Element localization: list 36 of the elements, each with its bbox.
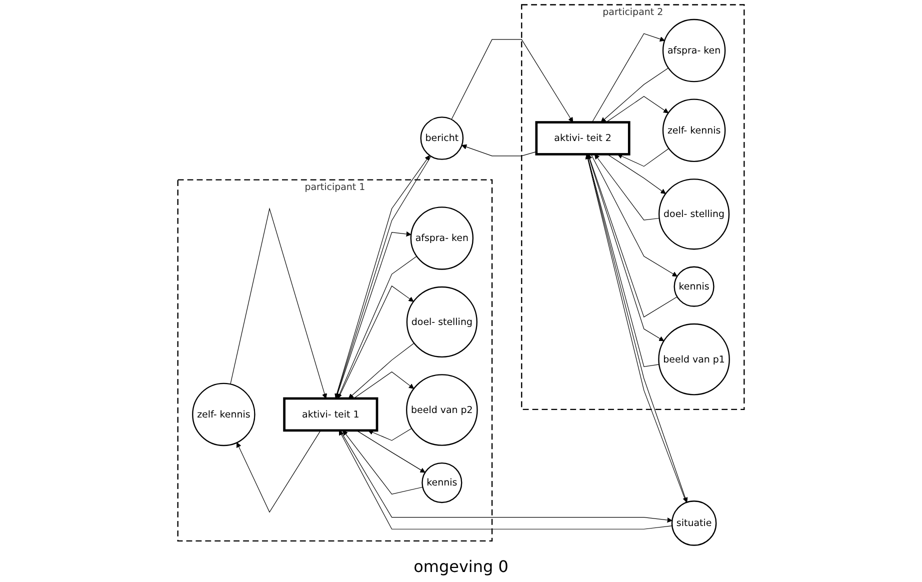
arrow — [592, 33, 665, 123]
arrow — [348, 342, 414, 399]
arrow — [338, 286, 414, 399]
arrow — [236, 430, 321, 513]
node-box: aktivi- teit 1 — [283, 397, 378, 432]
node-circle: kennis — [674, 266, 714, 307]
arrow — [451, 39, 574, 123]
node-circle: kennis — [422, 462, 462, 504]
arrow — [606, 96, 669, 123]
node-circle: beeld van p2 — [406, 374, 478, 446]
arrow — [586, 154, 660, 367]
arrow — [600, 68, 669, 123]
arrow — [368, 428, 412, 441]
node-circle: doel- stelling — [406, 286, 478, 358]
node-circle: doel- stelling — [658, 178, 730, 250]
arrow — [337, 256, 417, 399]
node-circle: afspra- ken — [410, 206, 474, 270]
node-circle: situatie — [671, 500, 717, 546]
node-circle: beeld van p1 — [658, 323, 730, 396]
environment-label: omgeving 0 — [414, 557, 508, 576]
arrow — [588, 154, 664, 342]
node-box: aktivi- teit 2 — [535, 121, 630, 156]
arrow — [342, 430, 423, 494]
node-circle: afspra- ken — [662, 18, 726, 82]
node-circle: zelf- kennis — [662, 98, 726, 162]
node-circle: zelf- kennis — [192, 382, 256, 446]
arrow — [353, 372, 414, 399]
arrow — [356, 430, 426, 473]
arrow — [617, 148, 670, 167]
arrow — [590, 154, 678, 277]
arrow — [587, 154, 678, 318]
arrow — [606, 154, 666, 194]
arrow — [462, 144, 537, 156]
arrow — [594, 154, 660, 220]
arrow — [230, 207, 328, 399]
node-circle: bericht — [420, 116, 464, 160]
